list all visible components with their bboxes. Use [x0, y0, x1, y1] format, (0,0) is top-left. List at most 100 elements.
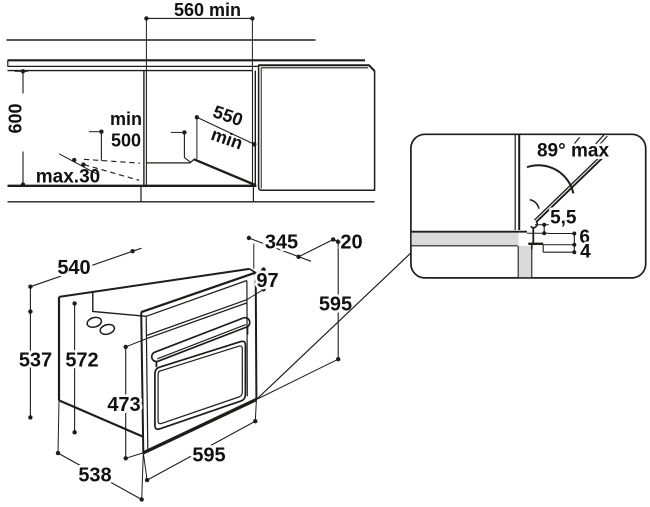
oven-front-frame: [140, 271, 258, 455]
dim-endpoint-dot: [99, 129, 104, 134]
dim-endpoint-dot: [252, 142, 257, 147]
dim-538: 538: [55, 400, 144, 502]
dim-572: 572: [63, 301, 101, 435]
dim-niche-depth: 550 min: [194, 101, 257, 159]
oven-side-top-step: [92, 292, 147, 317]
worktop-shading: [411, 232, 519, 246]
extension-line: [256, 358, 339, 400]
dim-endpoint-dot: [20, 182, 26, 187]
dim-endpoint-dot: [123, 456, 128, 461]
label-niche-height: 600: [6, 103, 26, 133]
dim-97: 97: [246, 267, 281, 301]
dim-endpoint-dot: [55, 450, 61, 456]
oven-side-bottom-edge: [58, 399, 144, 438]
dim-floor-support: min 500: [88, 109, 191, 163]
dim-endpoint-dot: [296, 254, 301, 259]
label-bottom-depth: 538: [78, 465, 111, 487]
frame-left-outer: [140, 312, 145, 453]
dimension-line: [146, 420, 256, 481]
label-rear-gap: 20: [340, 232, 362, 254]
open-door-inner: [534, 155, 602, 221]
tall-cabinet-outline: [257, 64, 376, 191]
dim-endpoint-dot: [72, 157, 77, 163]
handle-inner-line: [157, 324, 247, 360]
oven-bottom-step: [542, 244, 576, 253]
label-plinth-recess: max.30: [36, 167, 100, 188]
label-niche-width: 560 min: [174, 0, 241, 20]
door-break-marks: [573, 134, 608, 147]
label-door-gap: 5,5: [550, 208, 577, 229]
dimension-line: [183, 132, 191, 163]
angle-arc-outer: [526, 164, 575, 194]
dim-endpoint-dot: [246, 235, 252, 241]
dim-endpoint-dot: [253, 419, 258, 424]
extension-line: [57, 400, 144, 500]
label-control-panel-height: 97: [256, 270, 278, 292]
side-vent-oval-2: [99, 323, 116, 336]
dim-345-20: 345 20: [246, 229, 365, 269]
window-outer: [154, 340, 247, 431]
label-upper-clearance: 6: [579, 227, 590, 248]
dim-niche-height: 600: [6, 69, 28, 187]
dim-endpoint-dot: [20, 69, 26, 74]
label-front-height: 595: [319, 294, 352, 316]
extension-line: [142, 399, 257, 481]
niche-floor-front-edge: [146, 158, 195, 164]
corner-detail-view: 5,5 6 4 89° max: [255, 133, 647, 400]
extension-line: [543, 233, 575, 246]
dim-endpoint-dot: [331, 237, 336, 242]
label-top-depth: 540: [57, 257, 90, 279]
dim-endpoint-dot: [144, 16, 149, 21]
dim-473: 473: [105, 338, 147, 461]
dim-endpoint-dot: [261, 287, 266, 292]
control-panel-bottom: [145, 299, 248, 337]
door-tip-hook: [530, 220, 539, 229]
dim-endpoint-dot: [261, 267, 266, 272]
dim-595-bottom: 595: [142, 399, 258, 483]
dim-endpoint-dot: [335, 239, 341, 244]
frame-top-outer: [140, 271, 257, 314]
frame-top-inner: [145, 279, 248, 317]
angle-arc-inner: [529, 199, 540, 210]
label-floor-support-min: min: [110, 109, 142, 129]
oven-door-window: [154, 340, 247, 431]
label-lower-clearance: 4: [580, 242, 591, 263]
dim-endpoint-dot: [542, 231, 547, 236]
dim-endpoint-dot: [123, 344, 128, 350]
label-rear-top-clearance: 345: [265, 232, 298, 254]
detail-bubble: [410, 133, 647, 279]
open-door-outer: [535, 156, 604, 223]
dim-plinth-recess: max.30: [36, 153, 141, 188]
niche-floor-side-edge: [193, 158, 256, 187]
label-door-height: 473: [107, 394, 140, 416]
dim-endpoint-dot: [139, 497, 144, 502]
frame-left-inner: [145, 316, 149, 450]
label-body-height: 572: [65, 350, 98, 372]
dim-endpoint-dot: [542, 222, 547, 227]
cabinet-front-shading: [518, 245, 532, 278]
label-side-height-rear: 537: [19, 350, 52, 372]
cabinet-front-view: 560 min 600 min 500 max.30: [6, 0, 376, 203]
dim-endpoint-dot: [336, 357, 341, 362]
dim-endpoint-dot: [81, 162, 86, 167]
dim-endpoint-dot: [72, 301, 77, 306]
tall-cabinet-top-edge: [258, 64, 376, 72]
dimension-line: [30, 247, 142, 288]
dim-endpoint-dot: [28, 415, 33, 420]
label-floor-support-value: 500: [111, 130, 141, 150]
dimension-line: [298, 238, 335, 258]
label-front-width: 595: [192, 445, 225, 467]
detail-leader-line: [255, 252, 412, 400]
dim-6: 6: [543, 225, 592, 251]
label-niche-depth-unit: min: [209, 124, 246, 153]
dim-endpoint-dot: [250, 16, 255, 21]
dim-endpoint-dot: [182, 130, 187, 135]
dashed-projection-line: [83, 164, 140, 181]
door-top-edge: [145, 302, 248, 340]
extension-line: [125, 338, 147, 459]
dim-endpoint-dot: [572, 250, 577, 255]
extension-line: [145, 18, 253, 71]
oven-view: 540 537 572 473 538 595: [16, 229, 365, 502]
